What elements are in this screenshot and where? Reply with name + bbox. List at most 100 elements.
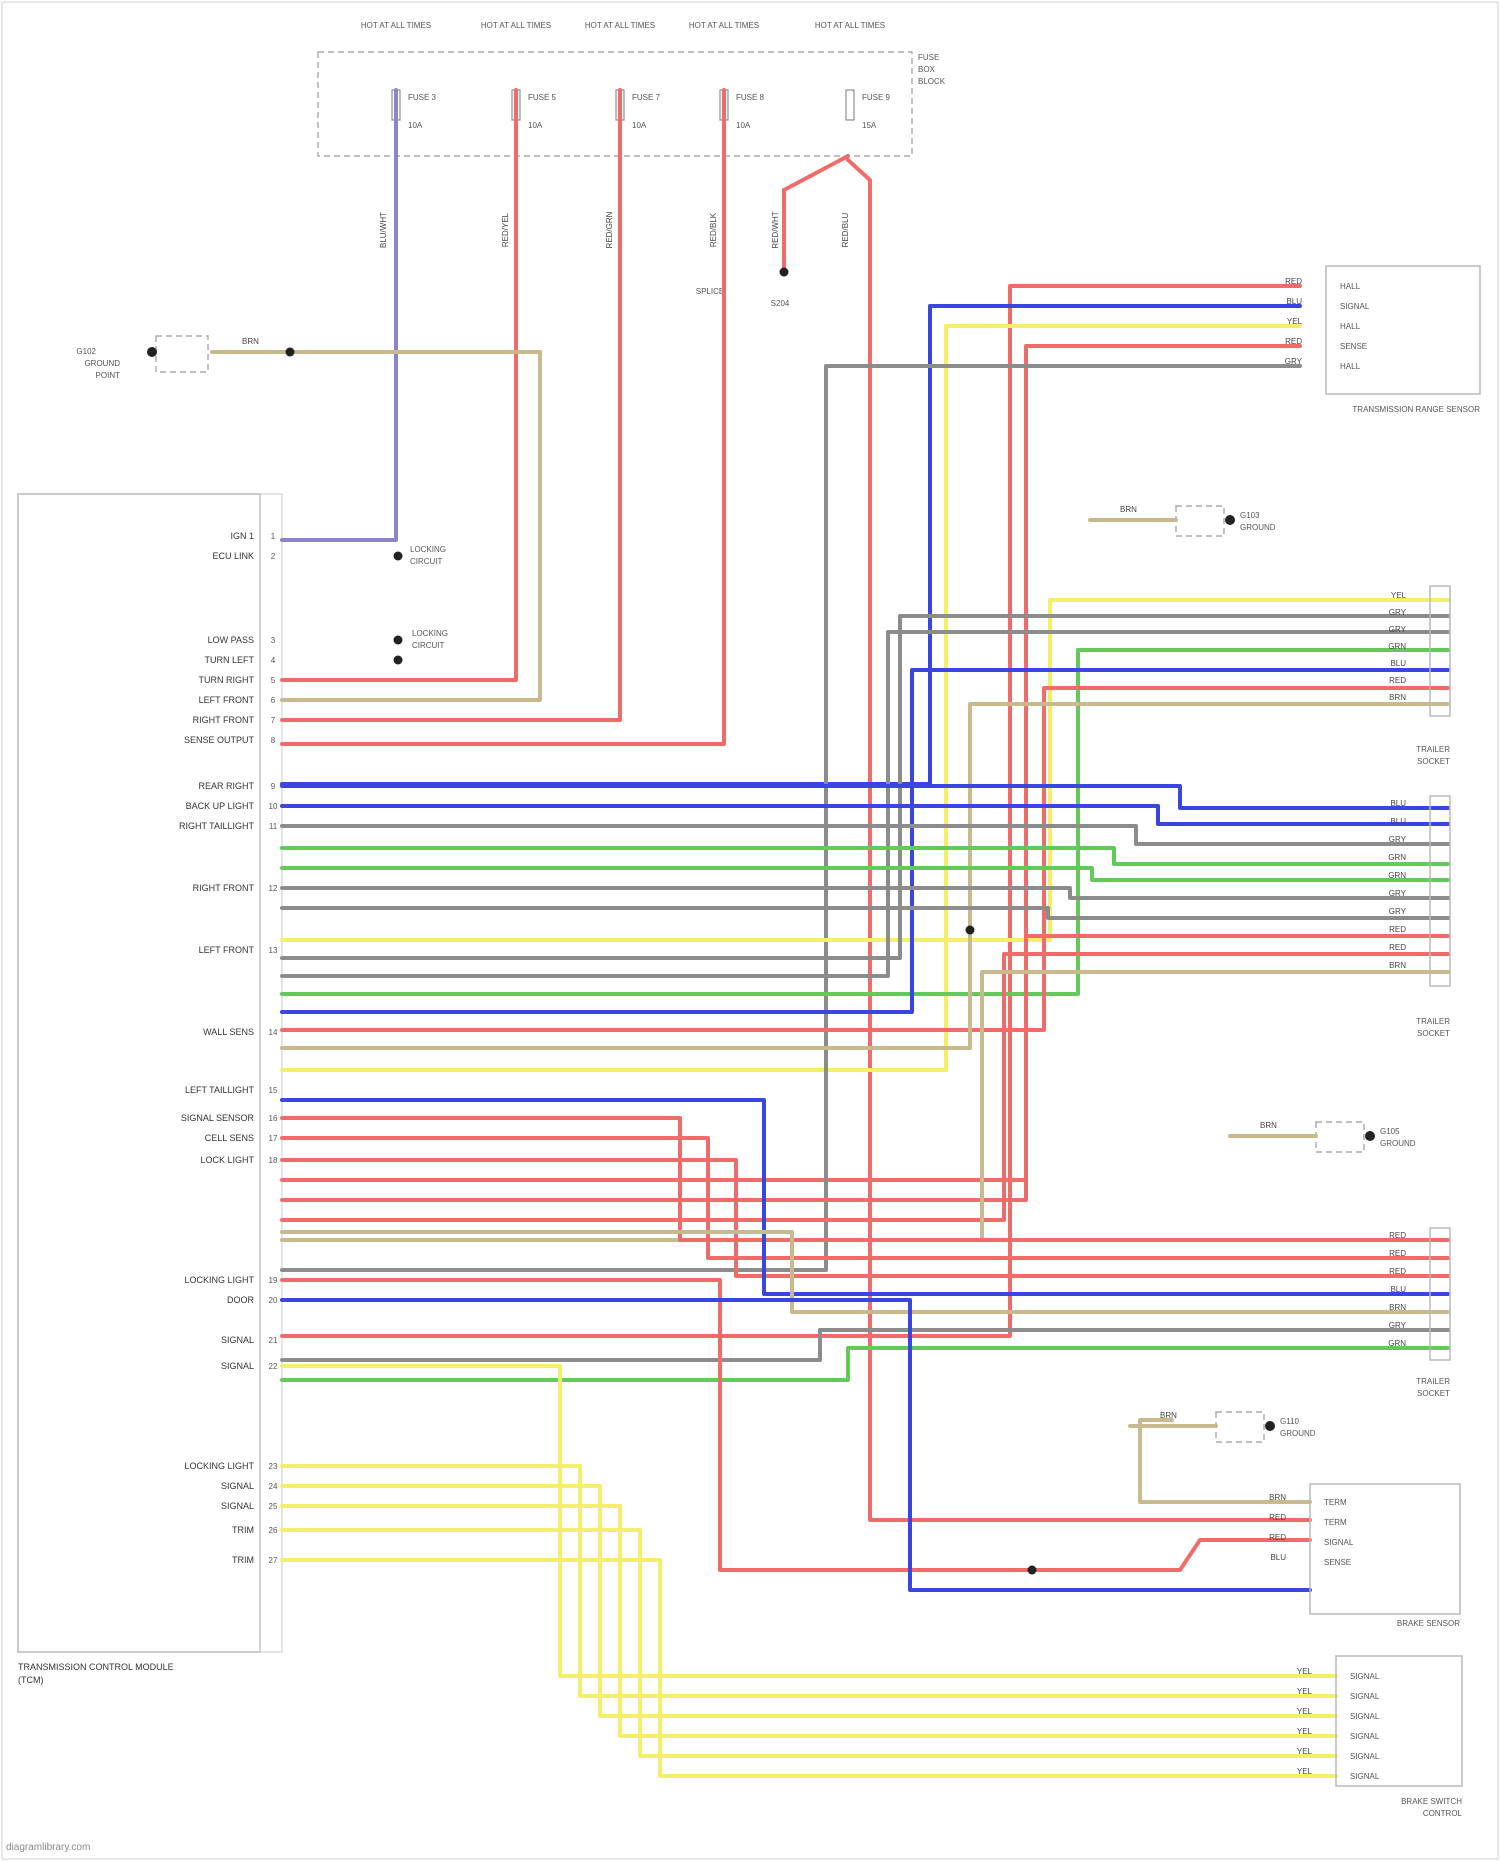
fuse-wire-label: RED/BLU [841,212,850,247]
connector-pin-label: SIGNAL [1340,302,1370,311]
tcm-pin-label: LEFT FRONT [199,695,255,705]
ground-label-line: POINT [96,371,121,380]
locking-note-line: CIRCUIT [410,557,443,566]
fuse-rating: 10A [528,121,543,130]
connector-wire-label: RED [1389,1249,1406,1258]
ground-wire-label: BRN [1160,1411,1177,1420]
connector-wire-label: GRY [1389,889,1407,898]
fuse-header: HOT AT ALL TIMES [815,21,885,30]
tcm-pin-label: SIGNAL SENSOR [181,1113,255,1123]
fuse-header: HOT AT ALL TIMES [361,21,431,30]
connector-pin-label: HALL [1340,322,1361,331]
tcm-pin-label: DOOR [227,1295,255,1305]
connector-wire-label: YEL [1391,591,1407,600]
splice-node [966,926,975,935]
fuse-wire-label: RED/GRN [605,211,614,248]
connector-title: BRAKE SWITCH [1401,1797,1462,1806]
fuse-box-note: FUSE BOX BLOCK [918,53,946,86]
connector-wire-label: BRN [1389,961,1406,970]
tcm-pin-label: LOCKING LIGHT [184,1275,254,1285]
brake-switch-wire [282,1530,1336,1756]
connector-wire-label: GRN [1388,853,1406,862]
connector-wire-label: RED [1389,943,1406,952]
fuse-note-line: BOX [918,65,936,74]
ground-outline [1316,1122,1364,1152]
connector-wire-label: BRN [1269,1493,1286,1502]
connector-wire-label: YEL [1297,1727,1313,1736]
fuse5-wire [282,90,516,680]
tcm-pin-label: IGN 1 [230,531,254,541]
connector-wire-label: RED [1285,337,1302,346]
connector-pin-label: TERM [1324,1498,1347,1507]
ground-connector-outline [156,336,208,372]
connector-pin-label: SIGNAL [1350,1752,1380,1761]
fuse-name: FUSE 3 [408,93,437,102]
connector-wire-label: BLU [1390,659,1406,668]
connector-wire-label: GRY [1389,1321,1407,1330]
connector-wire-label: RED [1269,1513,1286,1522]
trailer-socket-2-wire [282,848,1448,864]
connector-title: TRAILER [1416,1377,1450,1386]
connector-wire-label: BLU [1390,1285,1406,1294]
connector-wire-label: RED [1285,277,1302,286]
range-sensor-sense-wire [282,346,1300,1180]
splice-label: SPLICE S204 [696,287,790,308]
connector-wire-label: YEL [1297,1687,1313,1696]
connector-title: SOCKET [1417,757,1450,766]
tcm-pin-label: RIGHT TAILLIGHT [179,821,255,831]
splice-node [394,636,403,645]
ground-point: G110GROUNDBRN [1130,1411,1316,1442]
fuse7-wire [282,90,620,720]
ground-tie-wire [212,352,540,700]
fuse-header: HOT AT ALL TIMES [585,21,655,30]
fuse-header: HOT AT ALL TIMES [481,21,551,30]
brake-switch-wire [282,1506,1336,1736]
connector-wire-label: GRY [1389,907,1407,916]
trailer-socket-1-wire [282,688,1448,1030]
connector-title: BRAKE SENSOR [1397,1619,1460,1628]
connector: TRANSMISSION RANGE SENSORHALLSIGNALHALLS… [1285,266,1480,414]
connector-pin-label: SENSE [1324,1558,1351,1567]
splice-node [394,552,403,561]
ground-label: GROUND [1380,1139,1416,1148]
ground-point: G105GROUNDBRN [1230,1121,1416,1152]
tcm-pin-number: 17 [269,1134,278,1143]
fuse-rating: 10A [736,121,751,130]
connector-title: TRAILER [1416,745,1450,754]
tcm-title-line: TRANSMISSION CONTROL MODULE [18,1662,174,1672]
connector-wire-label: BLU [1286,297,1302,306]
connector-pin-label: SIGNAL [1350,1732,1380,1741]
fuse9-splice-wire [784,156,848,190]
tcm-pin-label: RIGHT FRONT [193,715,255,725]
tcm-pin-number: 18 [269,1156,278,1165]
footer-credit: diagramlibrary.com [6,1842,90,1853]
trailer-socket-2-wire [282,868,1448,880]
fuse-wire-label: BLU/WHT [379,212,388,248]
connector-wire-label: YEL [1287,317,1303,326]
tcm-pin-number: 27 [269,1556,278,1565]
tcm-pin-number: 5 [271,676,276,685]
fuse-note-line: FUSE [918,53,939,62]
fuse-symbol [846,90,854,120]
splice-node [1028,1566,1037,1575]
connector-pin-label: HALL [1340,282,1361,291]
tcm-pin-number: 13 [269,946,278,955]
tcm-pin-number: 2 [271,552,276,561]
tcm-pin-label: TRIM [232,1525,254,1535]
ground-label: GROUND [1240,523,1276,532]
splice-node [286,348,295,357]
tcm-pin-label: LEFT FRONT [199,945,255,955]
connector-wire-label: BLU [1390,799,1406,808]
connector-title: SOCKET [1417,1029,1450,1038]
fuse3-ignition-wire [282,90,396,540]
wire-harness [212,90,1448,1776]
splice-node [394,656,403,665]
locking-note-line: CIRCUIT [412,641,445,650]
trailer-socket-1-wire [282,704,1448,1048]
ground-label: G105 [1380,1127,1400,1136]
tcm-outline [18,494,260,1652]
